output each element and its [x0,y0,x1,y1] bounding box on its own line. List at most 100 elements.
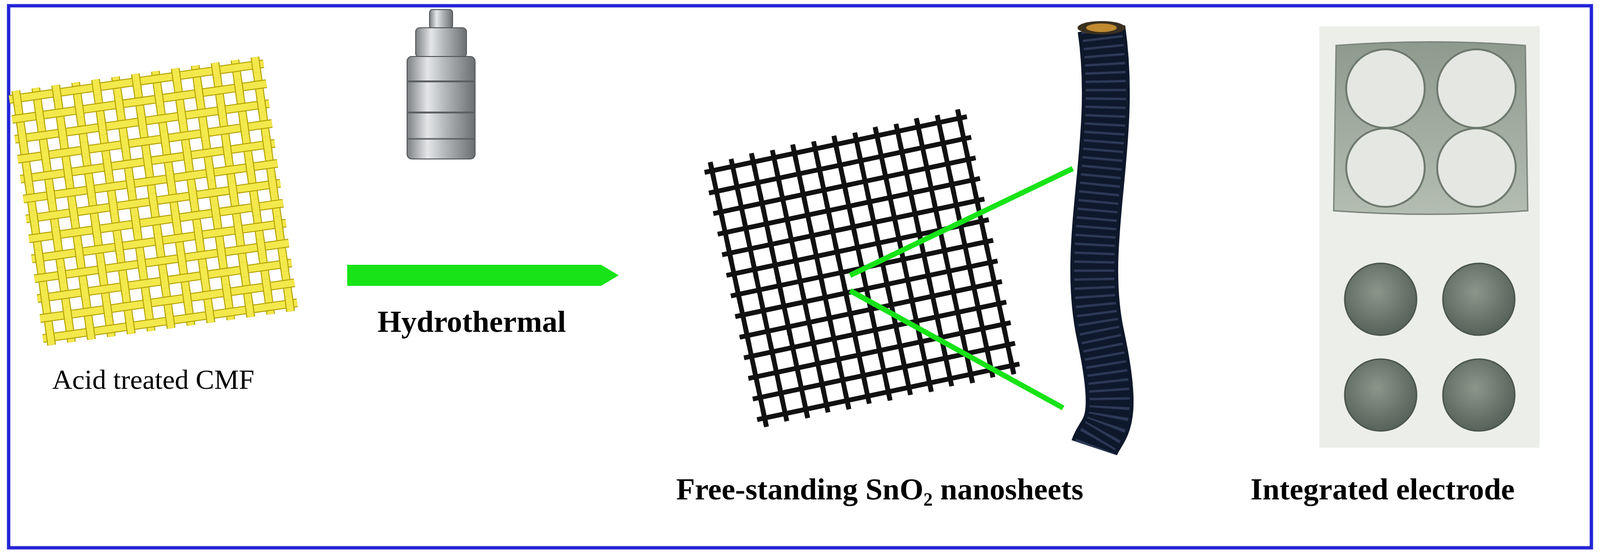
mesh-strand [31,223,286,260]
mesh-weave-edge [89,324,91,340]
mesh-weave-edge [243,261,246,278]
mesh-weave [751,153,756,171]
mesh-weave [836,350,841,369]
mesh-weave [811,334,816,352]
mesh-weave-edge [38,249,41,266]
mesh-strand-edge [23,163,278,200]
mesh-weave-edge [146,295,148,312]
mesh-weave [140,113,143,130]
mesh-weave [843,284,848,303]
mesh-weave-edge [209,165,212,181]
mesh-weave [157,233,160,249]
mesh-weave-edge [135,216,137,232]
mesh-weave [925,159,930,178]
mesh-weave [845,391,850,410]
mesh-weave [243,119,246,136]
mesh-weave-edge [123,278,126,295]
mesh-strand-edge [28,203,284,239]
mesh-weave [55,85,58,101]
electrode-photo [1319,26,1540,448]
mesh-weave-edge [254,199,257,216]
mesh-weave [786,317,791,336]
mesh-weave [271,176,274,193]
mesh-weave-edge [140,113,143,130]
mesh-weave [916,118,920,137]
mesh-strand [14,103,270,140]
mesh-weave [792,144,797,163]
mesh-strand [28,203,284,239]
mesh-weave [95,79,98,95]
mesh-weave-edge [214,204,217,221]
mesh-weave-edge [55,85,58,101]
mesh-weave [718,203,723,221]
mesh-weave [810,226,815,245]
mesh-weave-edge [72,204,75,221]
mesh-weave [146,153,149,170]
mesh-weave-edge [101,261,103,278]
mesh-weave [266,136,269,153]
mesh-weave [214,204,217,221]
mesh-weave [83,142,86,158]
mesh-weave [260,97,263,113]
mesh-weave-edge [146,153,149,170]
mesh-weave [762,409,767,428]
mesh-weave [101,261,103,278]
mesh-weave [260,239,262,255]
mesh-strand-edge [40,283,295,319]
mesh-weave [926,266,931,285]
mesh-strand [34,242,289,279]
mesh-weave [83,284,86,300]
mesh-weave [817,160,822,179]
mesh-weave-edge [78,244,80,261]
mesh-weave-edge [208,307,211,323]
mesh-weave [899,143,904,161]
mesh-weave [770,343,774,362]
mesh-weave-edge [44,290,46,306]
mesh-weave [254,199,257,216]
mesh-weave [743,219,748,238]
mesh-weave-edge [152,193,155,209]
mesh-weave [123,278,126,295]
mesh-weave [174,210,177,227]
mesh-weave [209,165,212,181]
mesh-weave [827,309,832,328]
yellow-mesh [8,56,298,346]
mesh-weave-edge [226,142,228,159]
mesh-weave-edge [118,96,121,113]
mesh-weave [27,170,30,186]
mesh-strand [23,163,278,200]
mesh-weave [129,176,132,192]
mesh-weave-edge [220,244,223,261]
figure-label: Hydrothermal [377,304,566,340]
mesh-weave [197,85,200,102]
mesh-weave-edge [215,62,217,79]
mesh-weave-edge [163,273,166,289]
mesh-weave [208,307,211,323]
mesh-strand-edge [9,63,264,100]
mesh-weave [238,79,240,96]
mesh-weave [761,301,766,320]
mesh-weave [140,256,143,272]
mesh-weave-edge [186,290,189,306]
mesh-weave [89,181,92,198]
mesh-weave [1009,356,1014,375]
mesh-weave-edge [174,210,177,227]
mesh-weave-edge [231,182,234,198]
zoom-line [850,290,1064,409]
mesh-weave [112,199,115,215]
mesh-weave-edge [186,147,189,164]
mesh-weave-edge [38,107,41,124]
mesh-weave [950,175,954,194]
mesh-weave [777,276,782,295]
figure-label: Free-standing SnO₂ nanosheets [676,471,1084,508]
mesh-weave [919,333,923,352]
mesh-strand-edge [26,183,281,220]
mesh-weave [1001,315,1006,334]
mesh-weave-edge [66,306,69,323]
mesh-weave [760,194,764,213]
mesh-weave [785,210,790,229]
mesh-weave [215,62,217,79]
mesh-weave-edge [117,238,120,255]
mesh-weave [186,290,189,306]
mesh-weave [727,244,732,263]
